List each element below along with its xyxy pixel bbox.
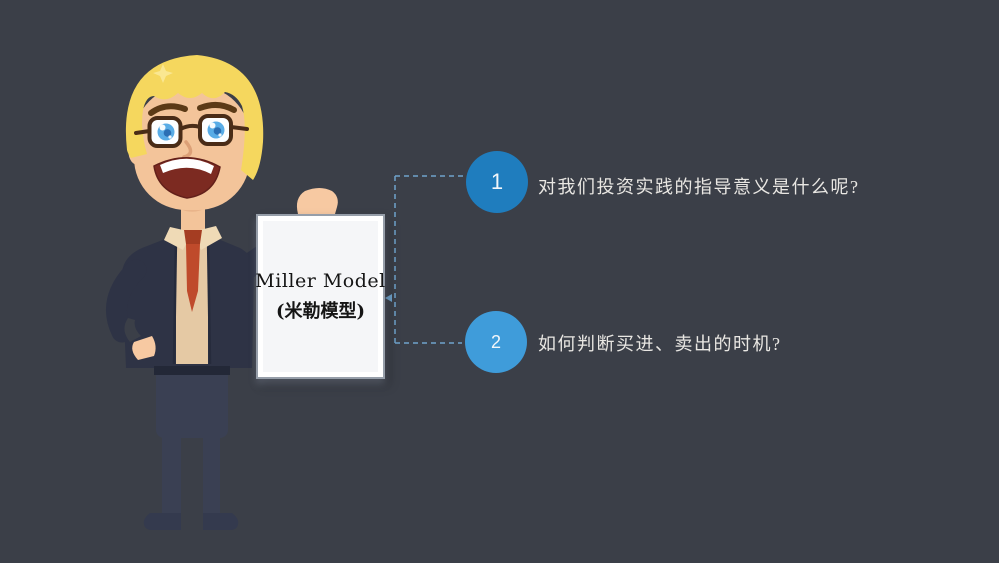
sign-holding-hand	[296, 188, 338, 214]
mouth	[153, 157, 221, 199]
right-shoe	[203, 513, 239, 530]
left-eyebrow	[148, 103, 188, 116]
left-arm	[105, 259, 156, 360]
connector-arrowhead	[385, 294, 392, 302]
item-2-number-badge: 2	[465, 311, 527, 373]
sign-board: Miller Model (米勒模型)	[255, 214, 386, 379]
item-1-question-text: 对我们投资实践的指导意义是什么呢?	[538, 177, 860, 197]
tie	[186, 244, 200, 312]
eyes	[157, 121, 225, 141]
legs	[143, 364, 239, 530]
nose	[182, 140, 193, 159]
tie-knot	[184, 230, 202, 244]
head	[125, 55, 264, 210]
teeth	[160, 158, 214, 174]
hair-highlight	[153, 64, 173, 83]
hip-hand	[132, 336, 156, 360]
left-shoe	[143, 513, 181, 530]
hair	[125, 55, 264, 180]
dashed-connector-lines	[387, 175, 464, 344]
sign-title: Miller Model	[255, 270, 386, 292]
item-1-number: 1	[490, 169, 504, 194]
item-2-number: 2	[490, 331, 501, 352]
right-eyebrow	[197, 102, 237, 113]
item-1-number-badge: 1	[466, 151, 528, 213]
item-2-question-text: 如何判断买进、卖出的时机?	[538, 334, 782, 354]
sign-subtitle: (米勒模型)	[275, 301, 366, 322]
belt	[154, 366, 230, 375]
